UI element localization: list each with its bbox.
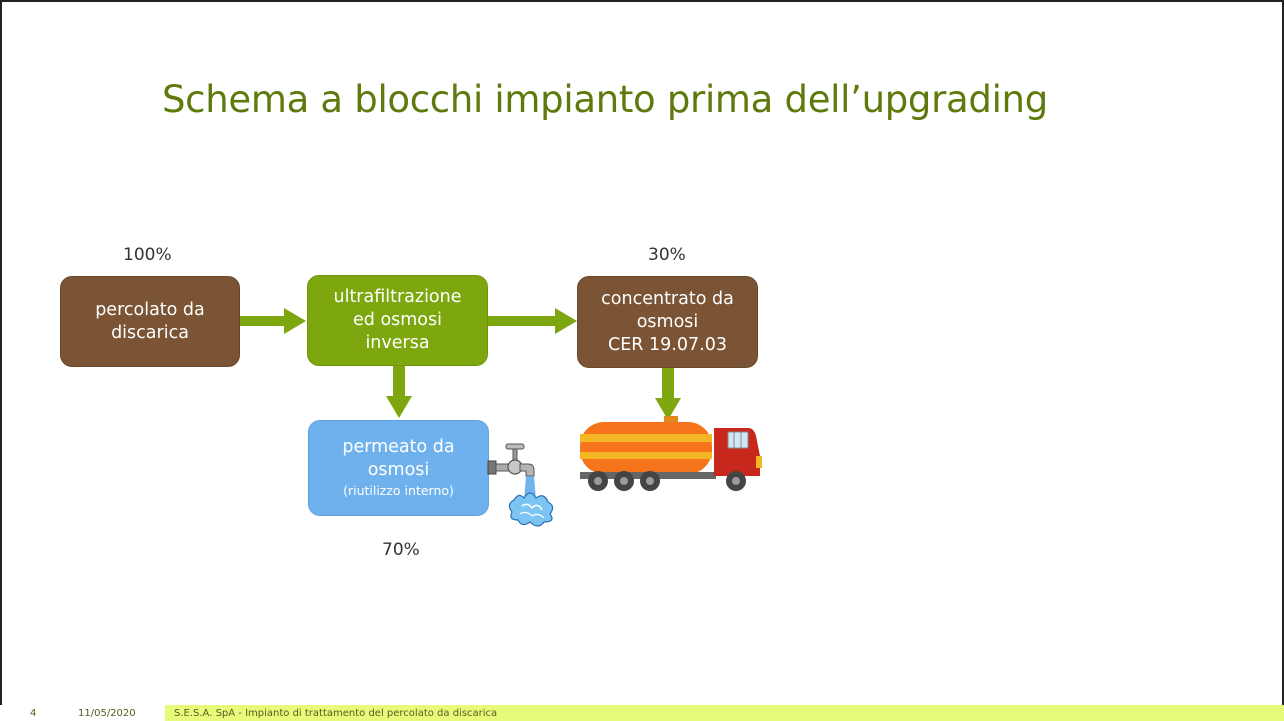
- block-ultrafiltrazione: ultrafiltrazione ed osmosi inversa: [307, 275, 488, 366]
- arrow-concentrato-to-truck: [655, 368, 681, 420]
- block-percolato: percolato da discarica: [60, 276, 240, 367]
- block-ultrafiltrazione-line-3: inversa: [365, 333, 430, 353]
- slide-title: Schema a blocchi impianto prima dell’upg…: [162, 78, 1048, 121]
- water-tap-icon: [487, 443, 554, 527]
- block-permeato-line-2: osmosi: [367, 460, 430, 480]
- footer-date: 11/05/2020: [78, 708, 136, 719]
- arrow-ultrafiltrazione-to-permeato: [386, 366, 412, 418]
- footer-left-area: [0, 705, 165, 721]
- block-percolato-line-2: discarica: [111, 322, 189, 343]
- block-ultrafiltrazione-line-1: ultrafiltrazione: [333, 287, 462, 307]
- block-ultrafiltrazione-line-2: ed osmosi: [353, 310, 442, 330]
- block-percolato-line-1: percolato da: [95, 299, 205, 320]
- footer-text: S.E.S.A. SpA - Impianto di trattamento d…: [174, 708, 498, 719]
- block-concentrato: concentrato da osmosi CER 19.07.03: [577, 276, 758, 368]
- block-permeato-line-1: permeato da: [342, 437, 455, 457]
- block-permeato-line-3: (riutilizzo interno): [343, 483, 454, 498]
- slide-number: 4: [30, 708, 37, 719]
- footer-band: [0, 705, 1284, 721]
- percentage-permeate: 70%: [382, 540, 420, 560]
- block-concentrato-line-2: osmosi: [636, 311, 699, 332]
- block-concentrato-line-3: CER 19.07.03: [608, 334, 727, 355]
- block-concentrato-line-1: concentrato da: [601, 288, 734, 309]
- arrow-percolato-to-ultrafiltrazione: [240, 308, 306, 334]
- percentage-input: 100%: [123, 245, 172, 265]
- tanker-truck-icon: [580, 416, 762, 491]
- block-permeato: permeato da osmosi (riutilizzo interno): [308, 420, 489, 516]
- arrow-ultrafiltrazione-to-concentrato: [488, 308, 577, 334]
- percentage-concentrate: 30%: [648, 245, 686, 265]
